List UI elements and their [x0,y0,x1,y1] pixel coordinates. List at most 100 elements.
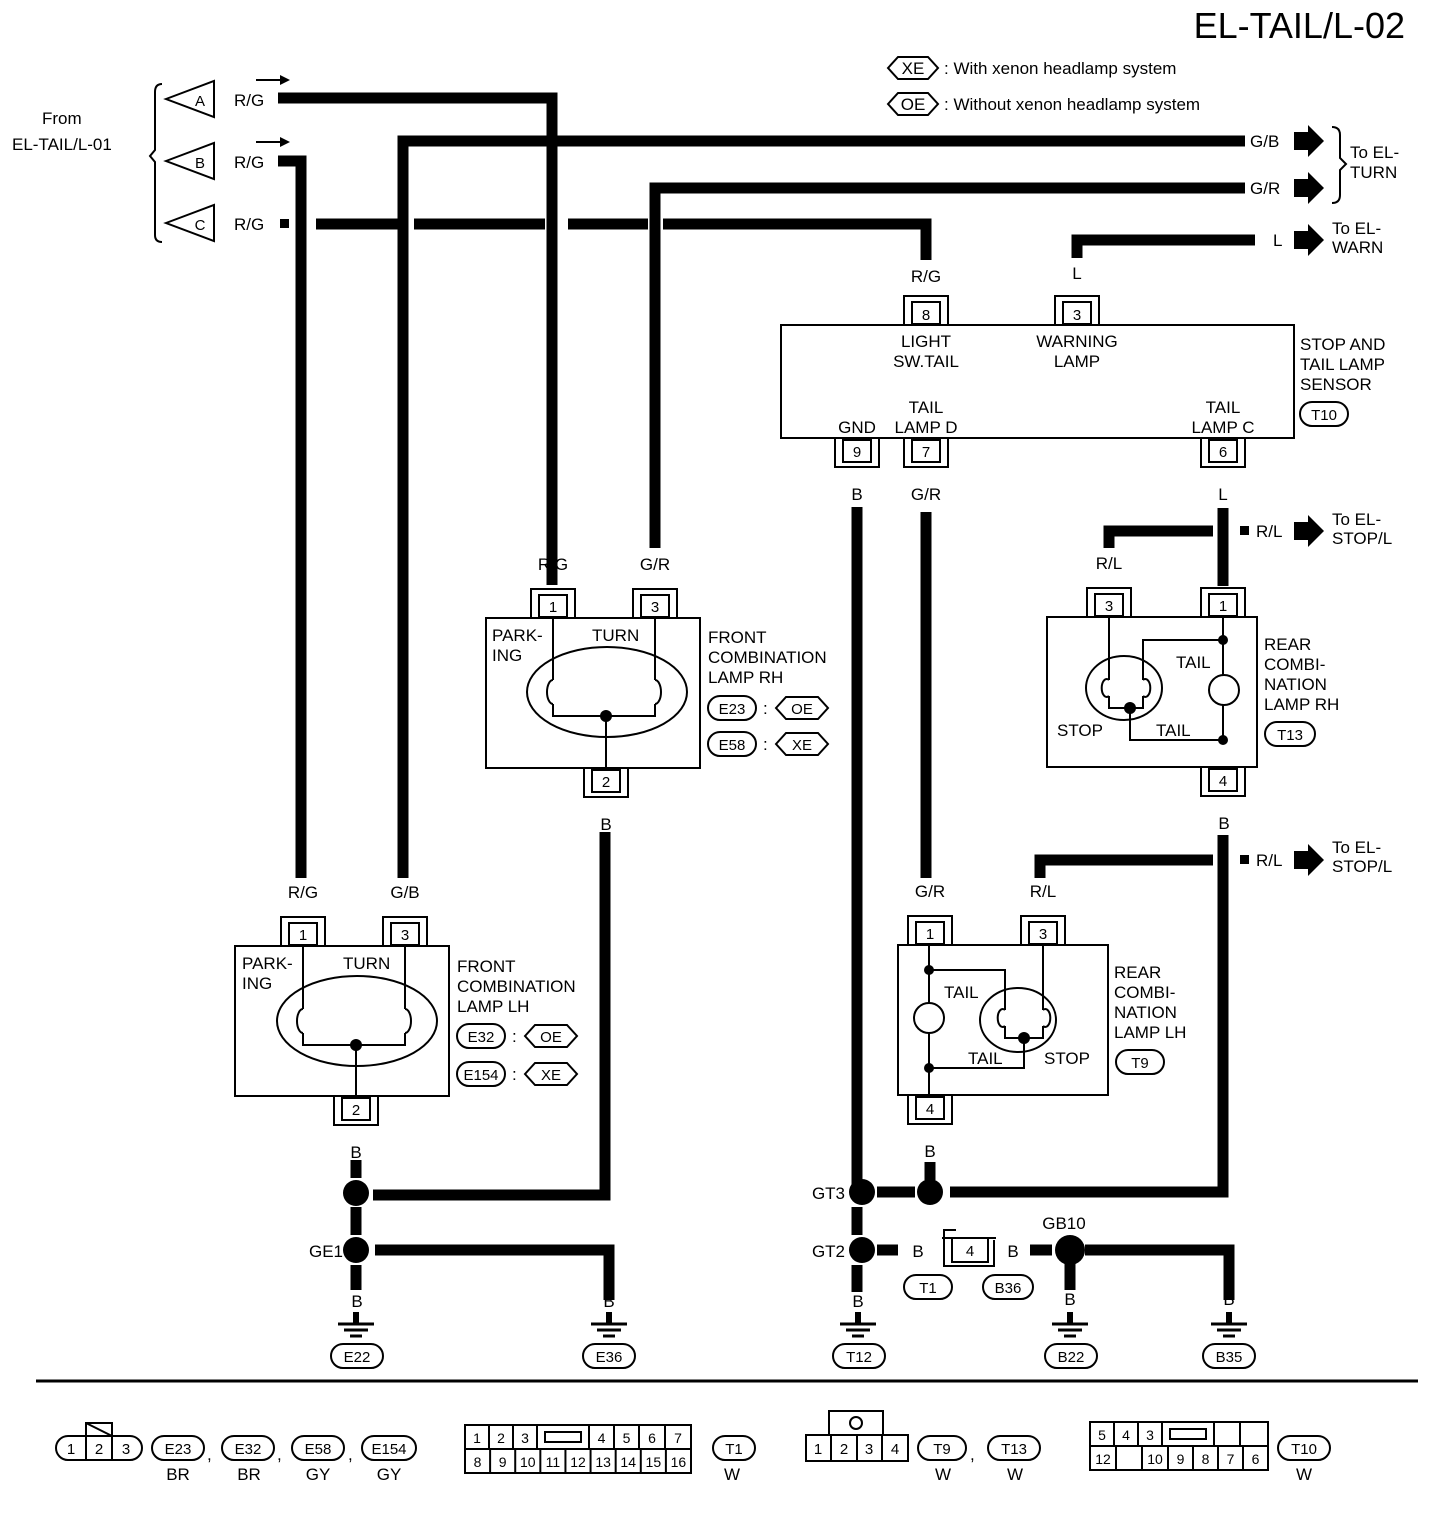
svg-text:TAIL: TAIL [1206,398,1241,417]
svg-text:3: 3 [1039,926,1047,943]
svg-text:4: 4 [1219,773,1227,790]
svg-text:STOP: STOP [1057,721,1103,740]
svg-text:2: 2 [840,1441,848,1458]
svg-text:E23: E23 [165,1441,192,1458]
legend-oe: OE : Without xenon headlamp system [886,92,1200,116]
svg-text:B: B [924,1142,935,1161]
svg-text:8: 8 [922,307,930,324]
svg-text:B22: B22 [1058,1349,1085,1366]
t1-pin: 15 [646,1454,662,1470]
svg-text:GB10: GB10 [1042,1214,1085,1233]
stop-rh-stub [1240,526,1249,535]
svg-text::: : [512,1027,517,1046]
svg-text:TAIL: TAIL [1176,653,1211,672]
svg-text:2: 2 [352,1102,360,1119]
svg-text:T1: T1 [919,1280,937,1297]
connector-a: A [163,79,215,119]
svg-text:E58: E58 [719,737,746,754]
svg-text:9: 9 [853,444,861,461]
svg-text:T9: T9 [933,1441,951,1458]
to-warn-1: To EL- [1332,219,1381,238]
to-stop-lh-1: To EL- [1332,838,1381,857]
svg-text:LAMP LH: LAMP LH [1114,1023,1186,1042]
arrow-gr-out [1294,172,1324,204]
svg-text:T9: T9 [1131,1055,1149,1072]
svg-text::: : [763,699,768,718]
svg-text:B: B [600,815,611,834]
svg-text:TAIL: TAIL [944,983,979,1002]
to-stop-rh-2: STOP/L [1332,529,1392,548]
t1-pin: 8 [474,1454,482,1470]
svg-text:E154: E154 [463,1067,498,1084]
wire-rl-out-lh: R/L [1256,851,1282,870]
t10-pin: 9 [1177,1451,1185,1467]
svg-text:R/G: R/G [538,555,568,574]
t1-pin: 11 [546,1454,561,1470]
svg-text:COMBI-: COMBI- [1114,983,1175,1002]
t10-pin: 8 [1202,1451,1210,1467]
svg-text:4: 4 [966,1243,974,1260]
legend-xe: XE : With xenon headlamp system [886,56,1176,80]
legend-oe-code: OE [901,95,926,114]
svg-text:REAR: REAR [1114,963,1161,982]
svg-text:3: 3 [401,927,409,944]
svg-text:E32: E32 [468,1029,495,1046]
to-stop-rh-1: To EL- [1332,510,1381,529]
svg-text:G/R: G/R [640,555,670,574]
svg-text:GE1: GE1 [309,1242,343,1261]
svg-text:T12: T12 [846,1349,872,1366]
svg-text:TURN: TURN [343,954,390,973]
svg-text:LAMP LH: LAMP LH [457,997,529,1016]
t1-pin: 4 [598,1430,606,1446]
svg-text:B: B [1218,814,1229,833]
svg-text:W: W [935,1465,951,1484]
svg-text:1: 1 [926,926,934,943]
wire-sensor-7-label: G/R [911,485,941,504]
svg-text:BR: BR [166,1465,190,1484]
sensor-code: T10 [1311,407,1337,424]
svg-text:B: B [195,155,205,172]
svg-text:B: B [350,1143,361,1162]
svg-text:TAIL: TAIL [968,1049,1003,1068]
wire-l-out-label: L [1273,231,1282,250]
stop-tail-lamp-sensor: 8 R/G LIGHT SW.TAIL 3 L WARNING LAMP 9 G… [780,264,1385,504]
svg-text:B: B [852,1292,863,1311]
svg-text:FRONT: FRONT [457,957,516,976]
svg-text:STOP AND: STOP AND [1300,335,1385,354]
svg-text:W: W [1296,1465,1312,1484]
svg-text:XE: XE [792,737,812,754]
svg-text:E22: E22 [344,1349,371,1366]
svg-text:R/L: R/L [1096,554,1122,573]
svg-text:COMBINATION: COMBINATION [708,648,827,667]
t1-pin: 14 [620,1454,636,1470]
svg-text:E23: E23 [719,701,746,718]
svg-text:3: 3 [1073,307,1081,324]
svg-text:,: , [970,1445,975,1464]
svg-text:COMBINATION: COMBINATION [457,977,576,996]
svg-text:SW.TAIL: SW.TAIL [893,352,959,371]
svg-text:B: B [1223,1290,1234,1309]
svg-text:,: , [207,1445,212,1464]
svg-text:3: 3 [865,1441,873,1458]
svg-text:R/G: R/G [288,883,318,902]
legend-xe-code: XE [902,59,925,78]
wire-sensor-6-label: L [1218,485,1227,504]
svg-text:,: , [348,1445,353,1464]
legend-oe-text: : Without xenon headlamp system [944,95,1200,114]
svg-text:E154: E154 [371,1441,406,1458]
front-combination-lamp-rh: R/G G/R 1 3 2 B PARK- ING TURN FRONT COM… [485,555,830,834]
t10-pin: 3 [1146,1427,1154,1443]
svg-text::: : [512,1065,517,1084]
svg-text:B: B [603,1292,614,1311]
wire-gb-out-label: G/B [1250,132,1279,151]
svg-text:GT2: GT2 [812,1242,845,1261]
ground-splices: GE1 GT3 GT2 GB10 B B 4 T1 B36 B B B B B … [309,1179,1256,1369]
svg-text:B: B [1064,1290,1075,1309]
turn-brace [1331,126,1348,204]
svg-text:TAIL: TAIL [1156,721,1191,740]
to-turn-1: To EL- [1350,143,1399,162]
svg-text:G/R: G/R [915,882,945,901]
svg-text:4: 4 [891,1441,899,1458]
svg-text:T13: T13 [1001,1441,1027,1458]
